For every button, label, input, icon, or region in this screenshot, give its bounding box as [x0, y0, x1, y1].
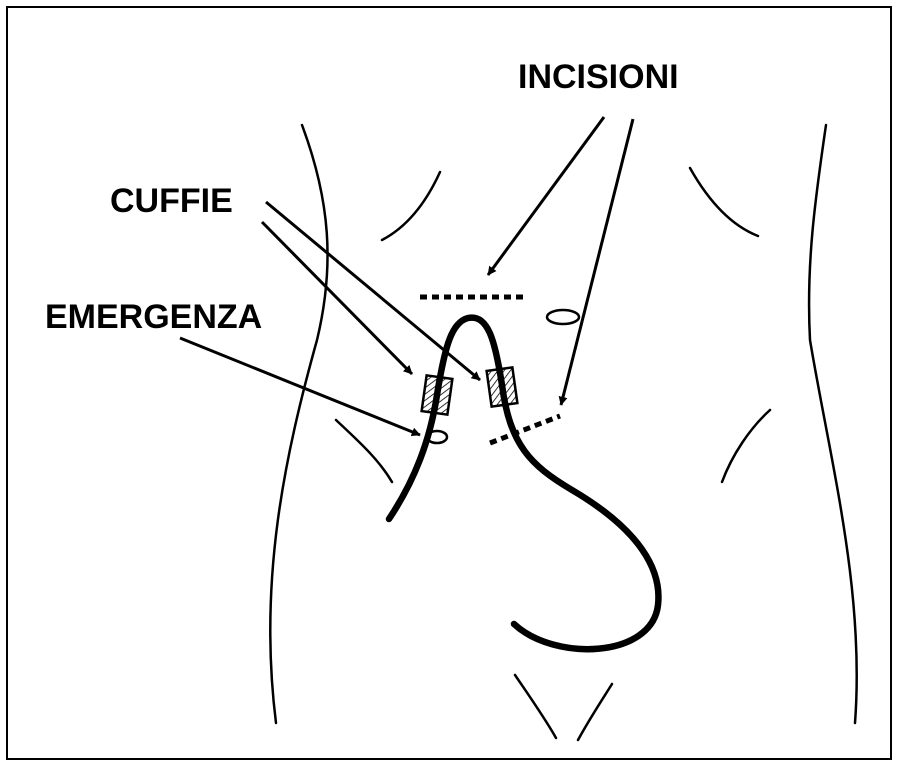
right-cuff: [487, 367, 518, 406]
left-cuff: [422, 375, 453, 414]
incisions-label: INCISIONI: [518, 58, 679, 96]
cuffs-label: CUFFIE: [110, 182, 233, 220]
exit-site-label: EMERGENZA: [45, 298, 262, 336]
